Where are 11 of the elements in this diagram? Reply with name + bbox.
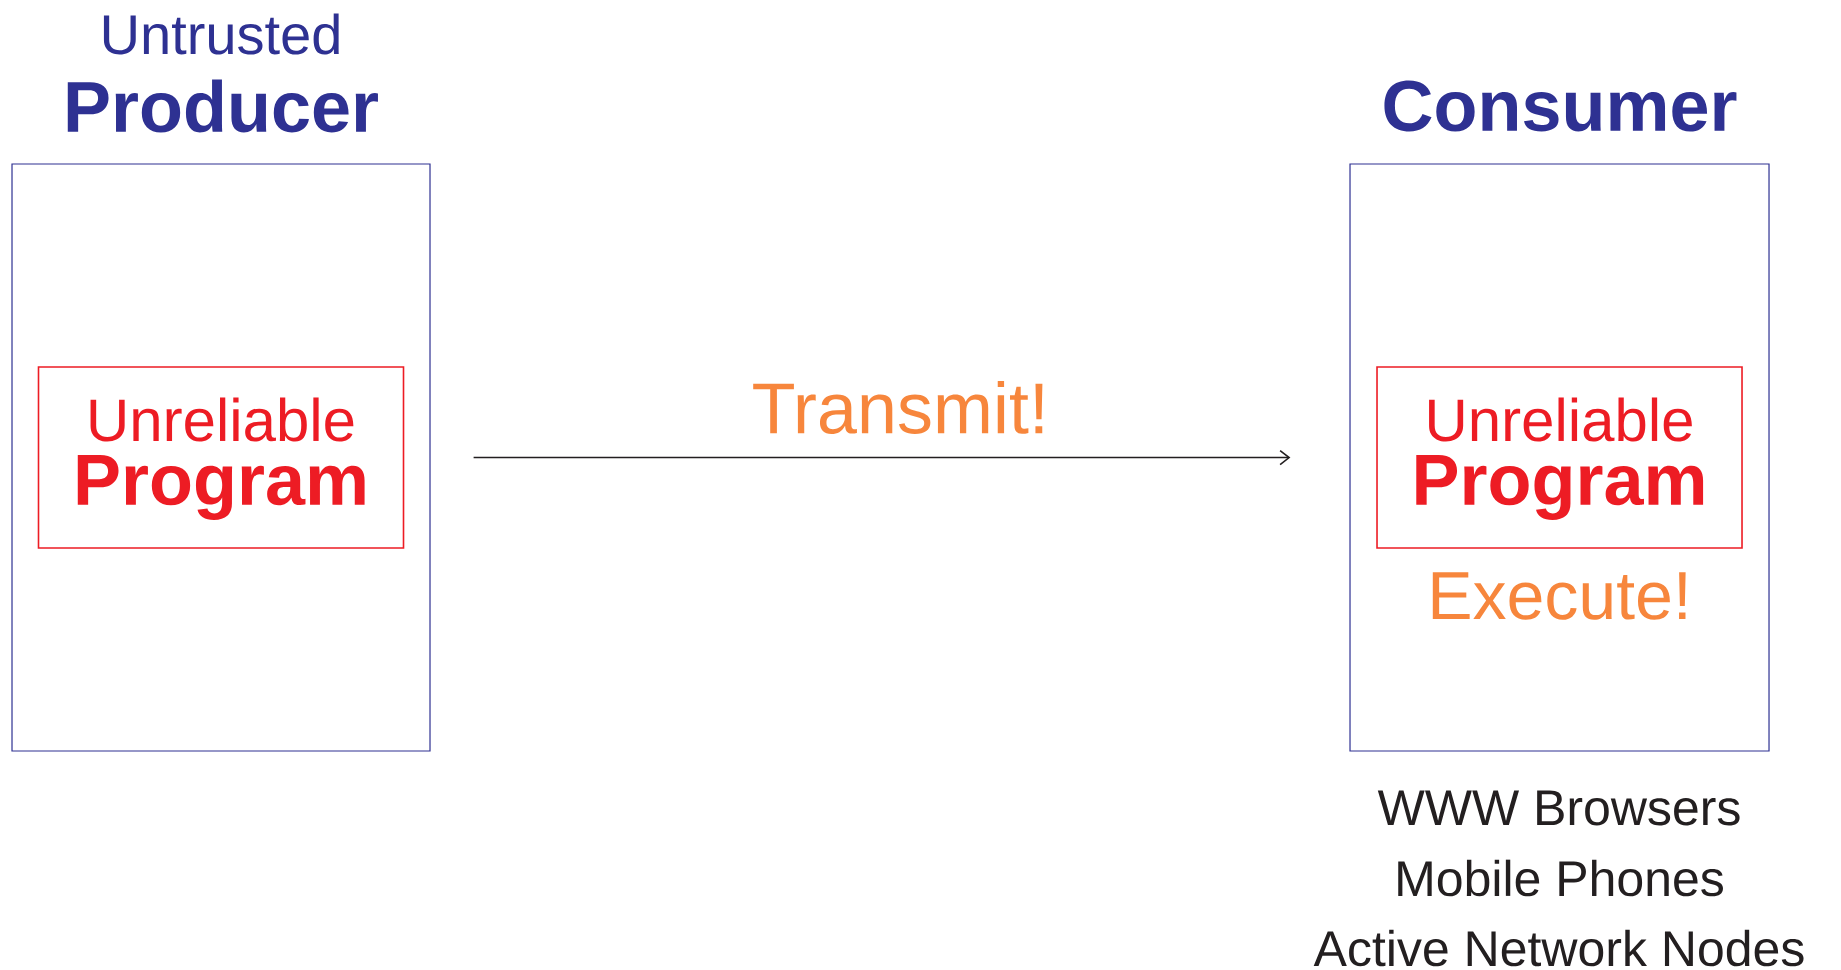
program-box: Unreliable Program: [1376, 366, 1743, 549]
edge-label: Transmit!: [753, 381, 1043, 434]
action-text: Execute!: [1432, 572, 1686, 620]
example-text: WWW Browsers: [1377, 790, 1740, 826]
program-box: Unreliable Program: [37, 366, 405, 549]
node-label: Untrusted: [103, 13, 339, 55]
node-label: Producer: [67, 79, 378, 133]
example-text: Active Network Nodes: [1313, 929, 1804, 967]
node-label: Consumer: [1384, 80, 1737, 132]
example-text: Mobile Phones: [1398, 859, 1723, 897]
arrow: [472, 449, 1291, 466]
